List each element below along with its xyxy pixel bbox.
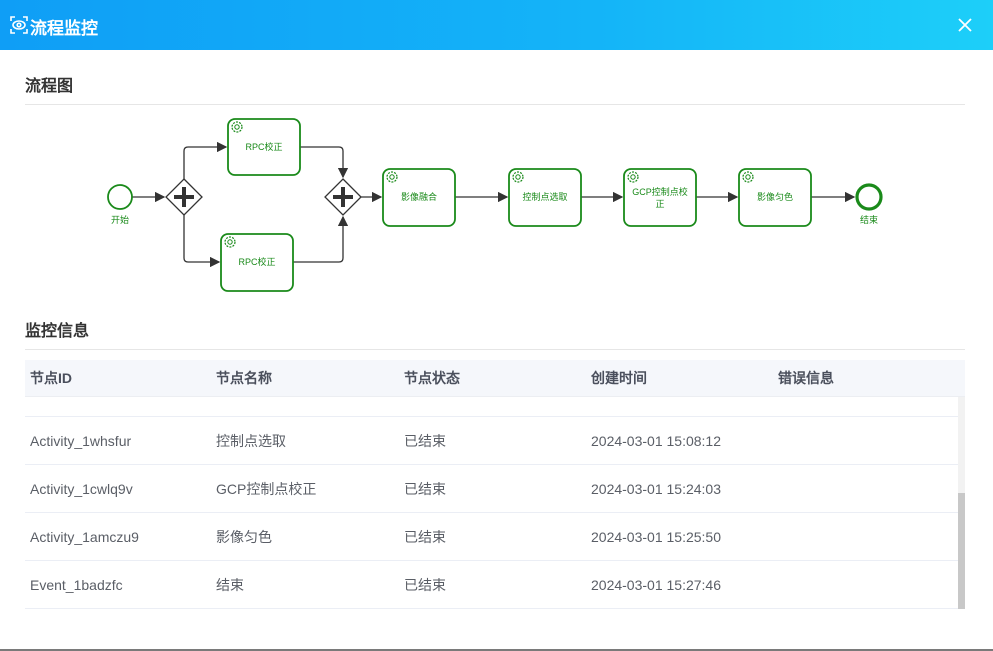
table-cell: 2024-03-01 15:25:50 bbox=[591, 528, 721, 545]
task-rpc-bottom[interactable]: RPC校正 bbox=[220, 233, 294, 292]
parallel-gateway-join[interactable] bbox=[324, 178, 362, 216]
table-cell: 已结束 bbox=[404, 432, 446, 449]
sequence-flows bbox=[132, 141, 856, 268]
divider bbox=[25, 104, 965, 105]
task-rpc-top[interactable]: RPC校正 bbox=[227, 118, 301, 176]
close-icon[interactable] bbox=[955, 15, 975, 35]
table-cell: Activity_1amczu9 bbox=[30, 528, 139, 545]
task-control-point-select[interactable]: 控制点选取 bbox=[508, 168, 582, 227]
table-header: 节点ID 节点名称 节点状态 创建时间 错误信息 bbox=[25, 360, 965, 397]
column-header[interactable]: 错误信息 bbox=[778, 370, 834, 386]
svg-text:控制点选取: 控制点选取 bbox=[522, 191, 567, 202]
table-cell: 2024-03-01 15:27:46 bbox=[591, 576, 721, 593]
start-label: 开始 bbox=[111, 214, 129, 225]
table-cell: Activity_1whsfur bbox=[30, 432, 132, 449]
column-header[interactable]: 创建时间 bbox=[591, 370, 647, 386]
table-cell: 已结束 bbox=[404, 528, 446, 545]
svg-text:RPC校正: RPC校正 bbox=[245, 141, 282, 152]
start-event[interactable] bbox=[107, 184, 133, 210]
svg-text:影像融合: 影像融合 bbox=[401, 191, 437, 202]
table-cell: 控制点选取 bbox=[216, 432, 286, 449]
end-event[interactable] bbox=[855, 183, 883, 211]
end-label: 结束 bbox=[860, 214, 878, 225]
svg-text:影像匀色: 影像匀色 bbox=[757, 191, 793, 202]
dialog-header: 流程监控 bbox=[0, 0, 993, 50]
table-cell: 影像匀色 bbox=[216, 528, 272, 545]
svg-text:GCP控制点校: GCP控制点校 bbox=[632, 186, 688, 197]
process-diagram: 开始 RPC校正 RPC校正 影像融合 控制点选取 GCP控制点校 正 影像匀色 bbox=[107, 118, 883, 292]
table-row[interactable]: Activity_1cwlq9v GCP控制点校正 已结束 2024-03-01 15… bbox=[25, 465, 965, 513]
column-header[interactable]: 节点ID bbox=[30, 370, 72, 386]
column-header[interactable]: 节点状态 bbox=[404, 370, 460, 386]
dialog-title: 流程监控 bbox=[30, 19, 98, 38]
table-cell: 结束 bbox=[216, 576, 244, 593]
dialog-bottom-border bbox=[0, 649, 993, 651]
diagram-section-title: 流程图 bbox=[25, 78, 74, 95]
table-row[interactable]: Activity_1amczu9 影像匀色 已结束 2024-03-01 15:25:… bbox=[25, 513, 965, 561]
table-cell: 已结束 bbox=[404, 576, 446, 593]
column-header[interactable]: 节点名称 bbox=[216, 370, 272, 386]
table-row[interactable]: Activity_1whsfur 控制点选取 已结束 2024-03-01 15:08… bbox=[25, 417, 965, 465]
table-cell: Event_1badzfc bbox=[30, 576, 123, 593]
svg-text:正: 正 bbox=[655, 199, 664, 209]
task-image-dodging[interactable]: 影像匀色 bbox=[738, 168, 812, 227]
svg-text:RPC校正: RPC校正 bbox=[238, 256, 275, 267]
monitor-table: 节点ID 节点名称 节点状态 创建时间 错误信息 Activity_1whsfu… bbox=[25, 360, 965, 609]
task-image-fusion[interactable]: 影像融合 bbox=[382, 168, 456, 227]
table-row-partial[interactable] bbox=[25, 397, 965, 417]
eye-scan-icon bbox=[10, 16, 28, 34]
table-cell: 已结束 bbox=[404, 480, 446, 497]
parallel-gateway-split[interactable] bbox=[165, 178, 203, 216]
table-cell: GCP控制点校正 bbox=[216, 480, 317, 497]
monitor-section-title: 监控信息 bbox=[25, 323, 90, 340]
table-cell: 2024-03-01 15:24:03 bbox=[591, 480, 721, 497]
table-row[interactable]: Event_1badzfc 结束 已结束 2024-03-01 15:27:46 bbox=[25, 561, 965, 609]
table-cell: Activity_1cwlq9v bbox=[30, 480, 133, 497]
scrollbar-thumb[interactable] bbox=[958, 493, 965, 609]
table-cell: 2024-03-01 15:08:12 bbox=[591, 432, 721, 449]
divider bbox=[25, 349, 965, 350]
task-gcp-correction[interactable]: GCP控制点校 正 bbox=[623, 168, 697, 227]
